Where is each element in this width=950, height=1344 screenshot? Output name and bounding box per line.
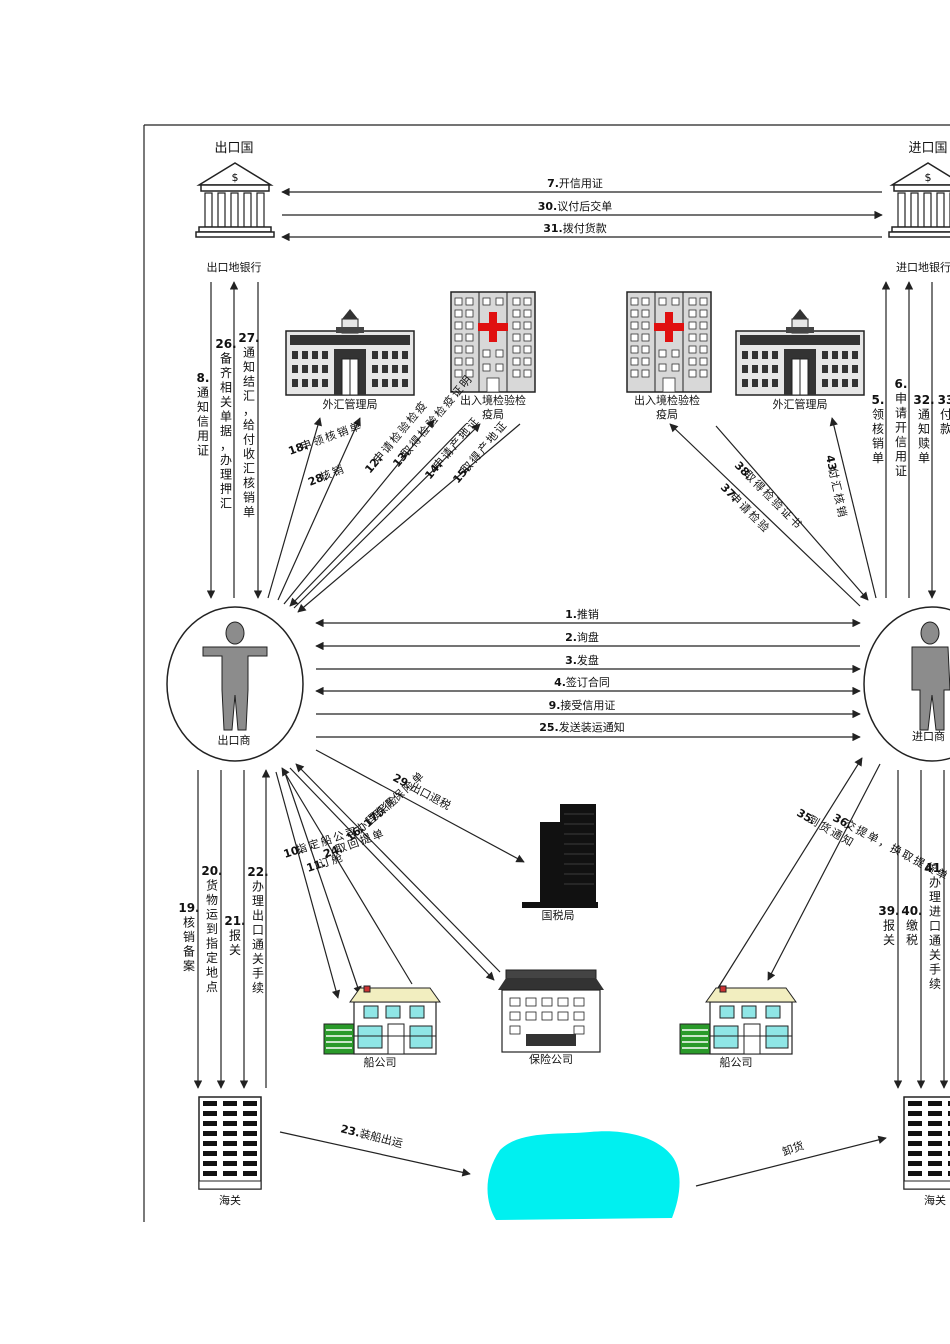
bank-vertical-arrows xyxy=(206,281,937,599)
export-bank-label: 出口地银行 xyxy=(207,260,262,274)
quarantine-left-label-2: 疫局 xyxy=(482,407,504,421)
label-38: 38.取得检验证书 xyxy=(732,458,805,531)
quarantine-right-label-2: 疫局 xyxy=(656,407,678,421)
label-5: 5.领核销单 xyxy=(872,393,885,465)
label-39: 39.报关 xyxy=(878,904,899,947)
arrow-14 xyxy=(293,423,481,609)
label-21: 21.报关 xyxy=(224,914,245,957)
arrow-38 xyxy=(715,425,869,601)
label-20: 20.货物运到指定地点 xyxy=(201,864,222,994)
trade-arrows xyxy=(315,618,861,742)
arrow-17 xyxy=(295,763,501,973)
arrow-43 xyxy=(829,417,877,599)
forex-bureau-left-icon xyxy=(285,308,415,396)
arrow-2-label: 2.询盘 xyxy=(565,630,599,644)
insurance-company-icon xyxy=(498,969,604,1053)
importer-label: 进口商 xyxy=(912,729,945,743)
label-18: 18.申领核销单 xyxy=(286,419,362,458)
arrow-18 xyxy=(267,417,322,599)
person-icon xyxy=(202,621,268,731)
label-15: 15.取得产地证 xyxy=(450,419,510,486)
arrow-4-label: 4.签订合同 xyxy=(554,675,610,689)
diagram-frame xyxy=(143,124,950,1222)
label-37: 37.申请检验 xyxy=(718,480,772,534)
arrow-24 xyxy=(281,767,413,985)
ship-company-left-label: 船公司 xyxy=(364,1055,397,1069)
ship-company-right-icon xyxy=(679,985,797,1055)
arrow-3-label: 3.发盘 xyxy=(565,653,599,667)
tax-bureau-label: 国税局 xyxy=(542,908,575,922)
arrow-37 xyxy=(669,423,861,607)
arrow-28 xyxy=(277,417,361,601)
arrow-35 xyxy=(717,757,863,989)
arrow-29 xyxy=(315,749,525,863)
importer-node: 进口商 xyxy=(863,606,950,762)
arrow-23 xyxy=(279,1131,471,1177)
lower-arrows xyxy=(193,749,949,1187)
forex-bureau-right-icon xyxy=(735,308,865,396)
quarantine-left-label-1: 出入境检验检 xyxy=(460,393,526,407)
label-32: 32.通知赎单 xyxy=(913,393,934,465)
arrow-25-label: 25.发送装运通知 xyxy=(539,720,625,734)
customs-right-icon xyxy=(903,1096,950,1190)
label-43: 43.付汇核销 xyxy=(823,454,850,519)
exporter-label: 出口商 xyxy=(218,733,251,747)
arrow-13 xyxy=(289,423,467,607)
forex-bureau-left-label: 外汇管理局 xyxy=(323,397,378,411)
ship-company-left-icon xyxy=(323,985,441,1055)
label-8: 8.通知信用证 xyxy=(197,371,210,458)
label-28: 28.核销 xyxy=(306,462,346,489)
import-country-title: 进口国 xyxy=(908,141,947,156)
arrow-36 xyxy=(767,763,881,981)
label-27: 27.通知结汇，给付收汇核销单 xyxy=(238,331,259,519)
label-41: 41.办理进口通关手续 xyxy=(924,861,945,991)
arrow-16 xyxy=(289,767,495,981)
ship-company-right-label: 船公司 xyxy=(720,1055,753,1069)
arrow-10 xyxy=(275,771,341,999)
customs-right-label: 海关 xyxy=(924,1193,946,1207)
sea-shape xyxy=(487,1131,680,1220)
arrow-1-label: 1.推销 xyxy=(565,607,599,621)
export-country-title: 出口国 xyxy=(214,141,253,156)
label-6: 6.申请开信用证 xyxy=(895,377,908,478)
customs-left-icon xyxy=(198,1096,262,1190)
arrow-15 xyxy=(297,423,521,613)
bank-arrows xyxy=(281,187,883,242)
quarantine-right-label-1: 出入境检验检 xyxy=(634,393,700,407)
label-23: 23.装船出运 xyxy=(339,1121,404,1150)
label-33: 33付款 xyxy=(938,393,950,436)
forex-bureau-right-label: 外汇管理局 xyxy=(773,397,828,411)
import-bank-label: 进口地银行 xyxy=(896,260,950,274)
arrow-11 xyxy=(283,769,362,995)
label-19: 19.核销备案 xyxy=(178,901,199,973)
label-26: 26.备齐相关单据，办理押汇 xyxy=(215,337,236,511)
arrow-9-label: 9.接受信用证 xyxy=(549,699,616,712)
import-bank-icon xyxy=(888,162,950,238)
label-10: 10.指定船公司 xyxy=(282,824,359,861)
quarantine-right-icon xyxy=(626,291,712,393)
arrow-12 xyxy=(283,419,435,605)
exporter-node: 出口商 xyxy=(166,606,304,762)
arrow-unload xyxy=(695,1135,887,1187)
label-40: 40.缴税 xyxy=(901,904,922,947)
customs-left-label: 海关 xyxy=(219,1193,241,1207)
arrow-7-label: 7.开信用证 xyxy=(547,177,603,190)
label-unload: 卸货 xyxy=(780,1138,805,1159)
arrow-31-label: 31.拨付货款 xyxy=(543,221,607,235)
label-22: 22.办理出口通关手续 xyxy=(247,865,268,995)
label-11: 11.订舱 xyxy=(305,850,345,875)
agency-arrows-right xyxy=(669,417,877,607)
arrow-30-label: 30.议付后交单 xyxy=(538,199,613,213)
export-bank-icon xyxy=(195,162,275,238)
insurance-company-label: 保险公司 xyxy=(529,1052,573,1066)
label-24: 24.取回提单 xyxy=(322,827,386,861)
agency-arrows-left xyxy=(267,417,521,613)
tax-bureau-icon xyxy=(522,804,598,908)
